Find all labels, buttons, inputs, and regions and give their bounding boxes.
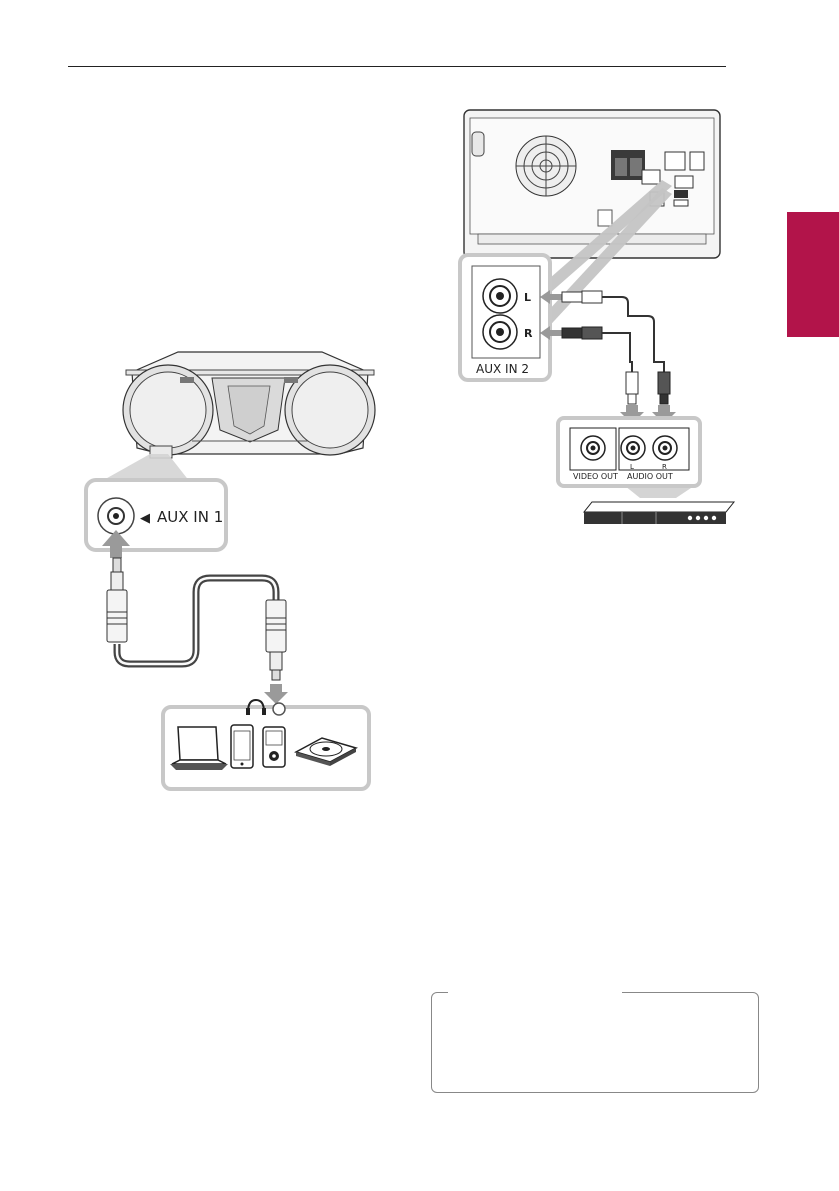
zoom-wedge-aux-in-1 (100, 454, 190, 482)
aux-in-2-right-label: R (524, 327, 533, 340)
note-box-title-gap (448, 990, 622, 996)
player-right-label: R (662, 463, 667, 471)
player-device (584, 502, 734, 524)
front-unit (123, 352, 375, 458)
aux-in-1-label: AUX IN 1 (157, 508, 223, 526)
video-out-label: VIDEO OUT (573, 472, 618, 481)
down-arrow (264, 684, 288, 704)
aux-in-2-label: AUX IN 2 (476, 362, 529, 376)
aux-cable (117, 578, 276, 664)
rca-cable (562, 291, 670, 404)
audio-out-label: AUDIO OUT (627, 472, 673, 481)
aux-in-2-left-label: L (524, 291, 531, 304)
player-left-label: L (630, 463, 634, 471)
plug-left (107, 558, 127, 642)
rear-unit (464, 110, 720, 258)
aux-in-1-arrow: ◀ (140, 511, 150, 526)
plug-right (266, 600, 286, 680)
smartphone-icon (231, 725, 253, 768)
music-player-icon (263, 727, 285, 767)
note-box (431, 992, 759, 1093)
